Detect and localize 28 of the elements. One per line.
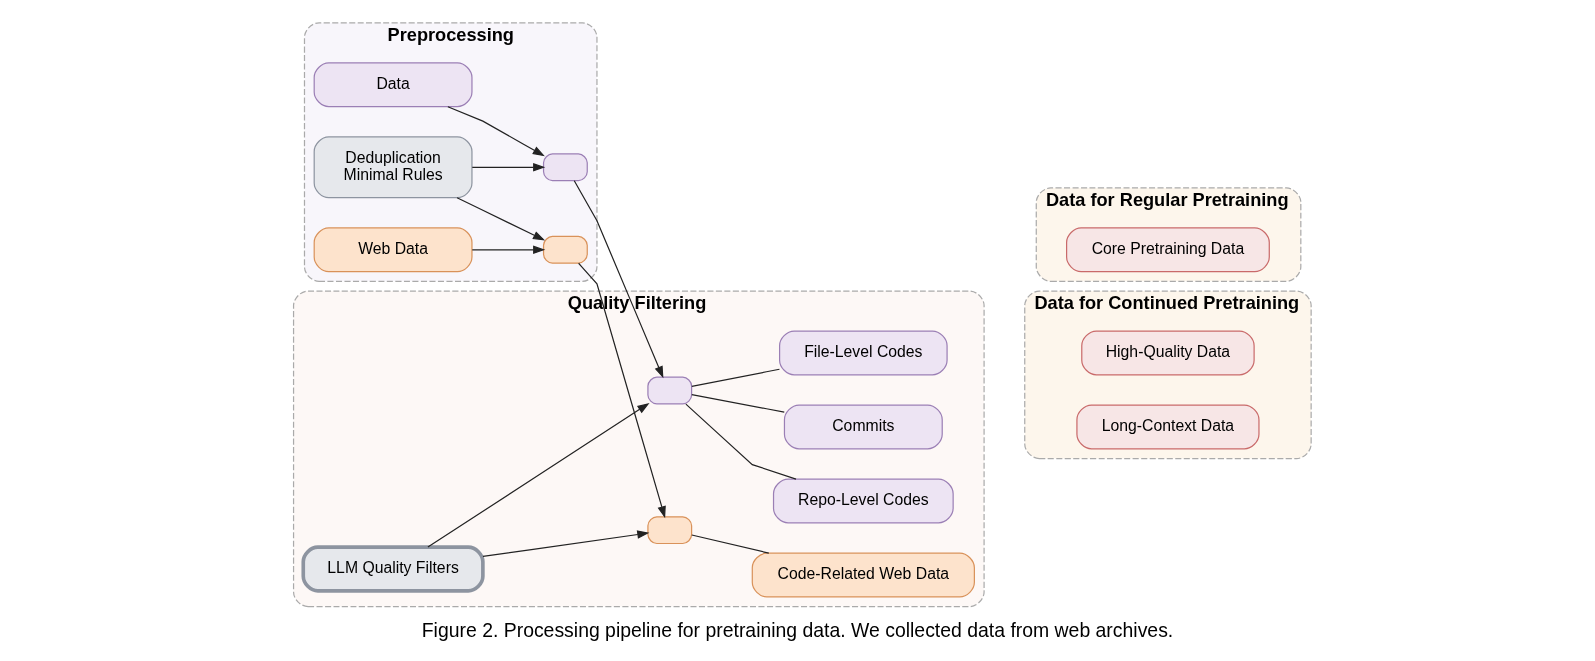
node-box: Core Pretraining Data: [1066, 227, 1270, 273]
arrow: [573, 180, 664, 379]
node-box: [647, 516, 693, 545]
node-box: High-Quality Data: [1081, 330, 1255, 376]
node-box: Commits: [783, 404, 943, 450]
connector: [691, 393, 785, 413]
node-box: File-Level Codes: [779, 330, 948, 376]
connector: [685, 403, 797, 480]
node-box: [647, 376, 693, 405]
node-box: Deduplication Minimal Rules: [313, 136, 473, 199]
node-box: [542, 235, 588, 264]
connector: [691, 534, 770, 554]
arrow: [456, 197, 546, 241]
arrow: [482, 530, 650, 557]
arrow: [471, 245, 546, 255]
node-box: Code-Related Web Data: [751, 552, 975, 598]
node-box: Web Data: [313, 227, 473, 273]
arrow: [471, 163, 546, 172]
arrow: [427, 402, 650, 548]
node-box: Repo-Level Codes: [772, 478, 954, 524]
arrow: [578, 262, 666, 519]
node-box: [542, 153, 588, 182]
node-box: LLM Quality Filters: [301, 545, 485, 593]
arrow: [447, 106, 545, 157]
node-box: Long-Context Data: [1076, 404, 1260, 450]
node-box: Data: [313, 62, 473, 108]
connector: [691, 368, 781, 388]
caption: Figure 2. Processing pipeline for pretraining data. We collected data from web archives.: [421, 618, 1174, 641]
